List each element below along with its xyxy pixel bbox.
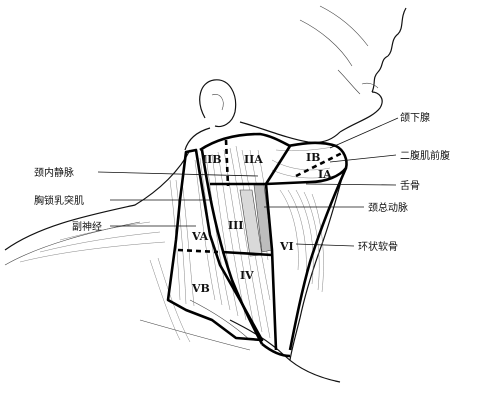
callout-submandibular-gland: 颌下腺 — [400, 111, 430, 124]
label-ia: IA — [318, 168, 332, 181]
scm-border — [200, 149, 264, 345]
callout-digastric-anterior: 二腹肌前腹 — [400, 149, 450, 162]
shoulder-outline — [4, 149, 191, 251]
iia-iib-divider — [224, 139, 230, 187]
label-iii: III — [228, 219, 243, 232]
callout-cricoid: 环状软骨 — [358, 240, 398, 253]
upper-boundary — [199, 132, 291, 152]
level-ii-i-divider — [264, 145, 292, 185]
leader-submandibular-gland — [329, 117, 399, 149]
posterior-boundary — [166, 148, 264, 342]
callout-sternocleidomastoid: 胸锁乳突肌 — [34, 194, 84, 207]
label-vi: VI — [279, 240, 294, 253]
nose-outline — [387, 7, 407, 57]
label-iib: IIB — [202, 153, 222, 166]
label-ib: IB — [306, 151, 320, 164]
level-i-boundary — [265, 141, 348, 186]
va-vb-divider — [177, 248, 219, 254]
clavicle-outline — [229, 319, 341, 383]
callout-labels: 颌下腺 二腹肌前腹 颈内静脉 舌骨 胸锁乳突肌 颈总动脉 副神经 环状软骨 — [34, 111, 450, 253]
label-iia: IIA — [244, 153, 263, 166]
zone-labels: IIB IIA IB IA III VA VB IV VI — [191, 151, 332, 295]
level-vi-anterior — [288, 167, 348, 351]
jaw-outline — [239, 121, 341, 144]
cricoid-line — [221, 250, 273, 257]
chin-outline — [339, 91, 383, 133]
leader-internal-jugular-vein — [97, 171, 259, 177]
label-va: VA — [191, 230, 209, 243]
leader-cricoid — [295, 243, 355, 247]
ear-outline — [199, 79, 237, 128]
callout-accessory-nerve: 副神经 — [72, 220, 102, 233]
callout-hyoid: 舌骨 — [400, 180, 420, 192]
level-boundaries — [166, 132, 348, 358]
label-iv: IV — [240, 269, 254, 282]
anatomy-outline — [4, 5, 407, 383]
label-vb: VB — [191, 282, 210, 295]
anterior-vertical — [264, 183, 278, 351]
mouth-outline — [371, 55, 389, 93]
callout-leaders — [97, 117, 399, 247]
nape-outline — [184, 127, 211, 151]
lower-boundary — [261, 342, 291, 358]
anterior-neck-outline — [289, 177, 343, 361]
callout-common-carotid: 颈总动脉 — [368, 201, 408, 214]
callout-internal-jugular-vein: 颈内静脉 — [34, 166, 74, 179]
leader-hyoid — [305, 183, 397, 186]
leader-digastric — [329, 154, 397, 163]
